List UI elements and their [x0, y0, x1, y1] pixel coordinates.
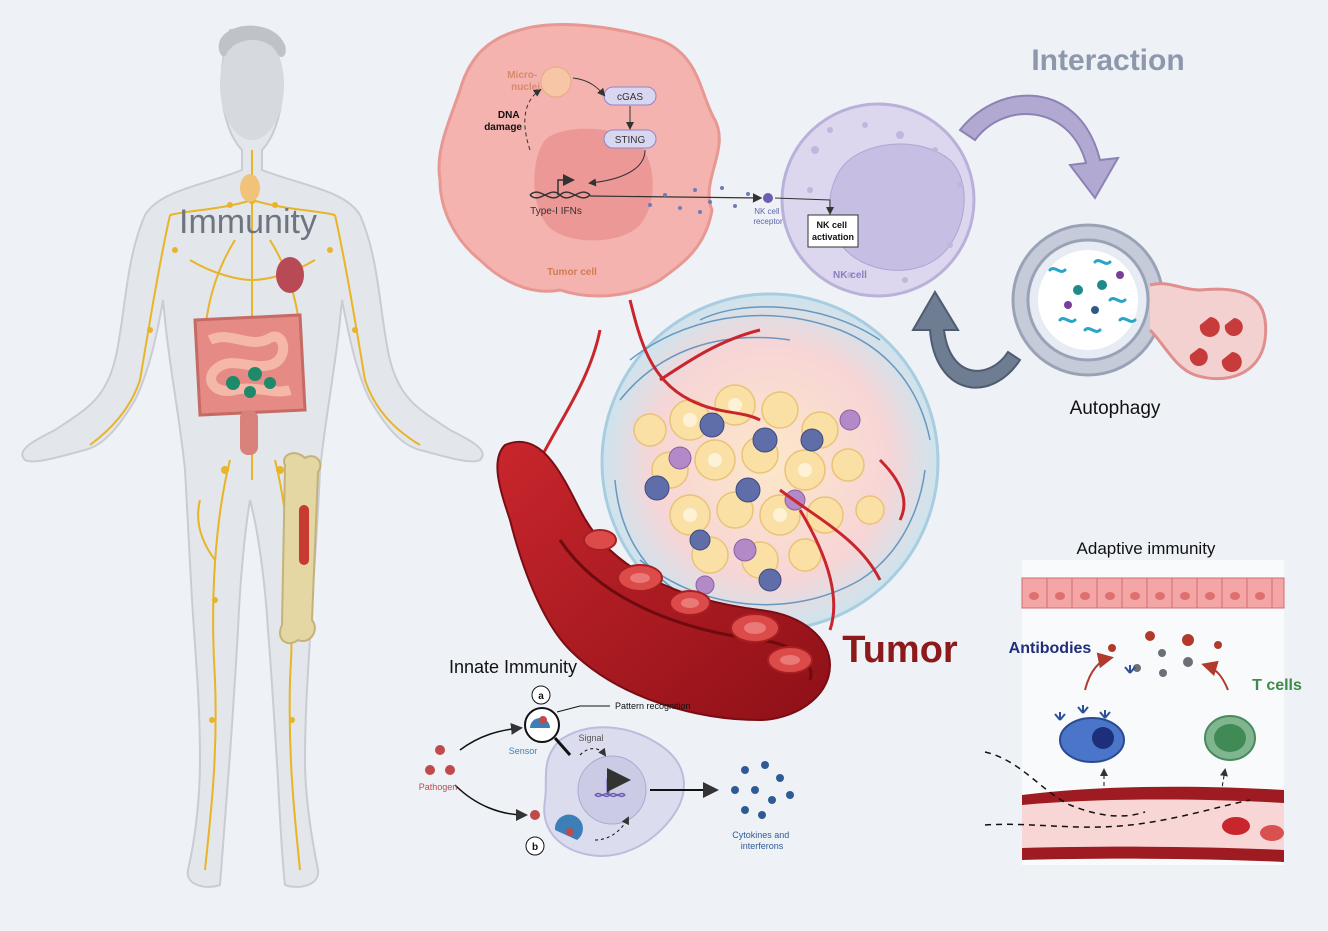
micronucleus	[540, 66, 572, 98]
t-cells-label: T cells	[1252, 677, 1302, 694]
sting-box	[603, 129, 657, 149]
sting-label: STING	[615, 135, 646, 146]
antibodies-label: Antibodies	[1009, 640, 1092, 657]
epithelium	[1021, 577, 1285, 609]
pathogen-label: Pathogen	[419, 782, 458, 792]
immunity-label: Immunity	[179, 203, 317, 241]
cgas-label: cGAS	[617, 92, 643, 103]
sensor-label: Sensor	[509, 746, 538, 756]
tumor-label: Tumor	[842, 629, 958, 671]
autophagosome	[1011, 223, 1268, 381]
marker-b	[525, 836, 545, 856]
intestine-organ	[193, 313, 307, 455]
autophagy-label: Autophagy	[1070, 398, 1161, 419]
dna-damage-label: DNA damage	[484, 110, 522, 133]
antibody-icons	[1054, 665, 1136, 721]
femur-bone	[279, 452, 322, 645]
nk-activation-box	[807, 214, 859, 248]
human-body-figure	[21, 25, 484, 888]
pattern-recognition-label: Pattern recognition	[615, 701, 691, 711]
adaptive-immunity-panel	[984, 560, 1285, 865]
micronuclei-label: Micro- nuclei	[507, 70, 540, 93]
b-cell-nucleus	[1092, 727, 1114, 749]
nk-cell-label: NK cell	[833, 270, 867, 281]
thymus-organ	[240, 174, 260, 202]
spleen-organ	[276, 257, 304, 293]
interaction-label: Interaction	[1031, 44, 1184, 77]
interaction-arrow-top	[958, 94, 1120, 200]
blood-vessel	[496, 440, 832, 722]
marker-a-label: a	[538, 691, 544, 702]
signal-label: Signal	[578, 733, 603, 743]
interaction-arrow-bottom	[911, 290, 1022, 389]
tumor-cells-cluster	[633, 384, 885, 595]
t-cell-nucleus	[1214, 724, 1246, 752]
b-cell	[1059, 717, 1125, 763]
pathogens-adaptive	[1108, 631, 1222, 652]
marker-a	[531, 685, 551, 705]
nk-receptor-label: NK cell receptor	[753, 207, 783, 226]
nk-receptor-icon	[763, 193, 773, 203]
dna-helix-icon	[529, 174, 591, 199]
nk-activation-label: NK cell activation	[812, 220, 854, 242]
tumor-microenvironment	[538, 292, 940, 632]
pathogen-icons	[425, 745, 540, 820]
adaptive-immunity-title: Adaptive immunity	[1077, 539, 1216, 558]
cytokine-particles	[731, 761, 794, 819]
innate-immunity-title: Innate Immunity	[449, 657, 577, 677]
innate-immunity-panel	[425, 685, 794, 857]
lymph-nodes	[147, 196, 358, 723]
tumor-cell-label: Tumor cell	[547, 267, 597, 278]
tumor-cell-panel: Micro- nuclei DNA damage cGAS STING Type…	[437, 23, 783, 298]
marker-b-label: b	[532, 842, 538, 853]
ifn-particles	[648, 186, 750, 214]
nk-cell	[774, 102, 976, 298]
innate-dna-icon	[594, 768, 631, 798]
cytokines-label: Cytokines and interferons	[732, 830, 792, 851]
innate-cell-nucleus	[577, 755, 647, 825]
type-ifns-label: Type-I IFNs	[530, 206, 582, 217]
